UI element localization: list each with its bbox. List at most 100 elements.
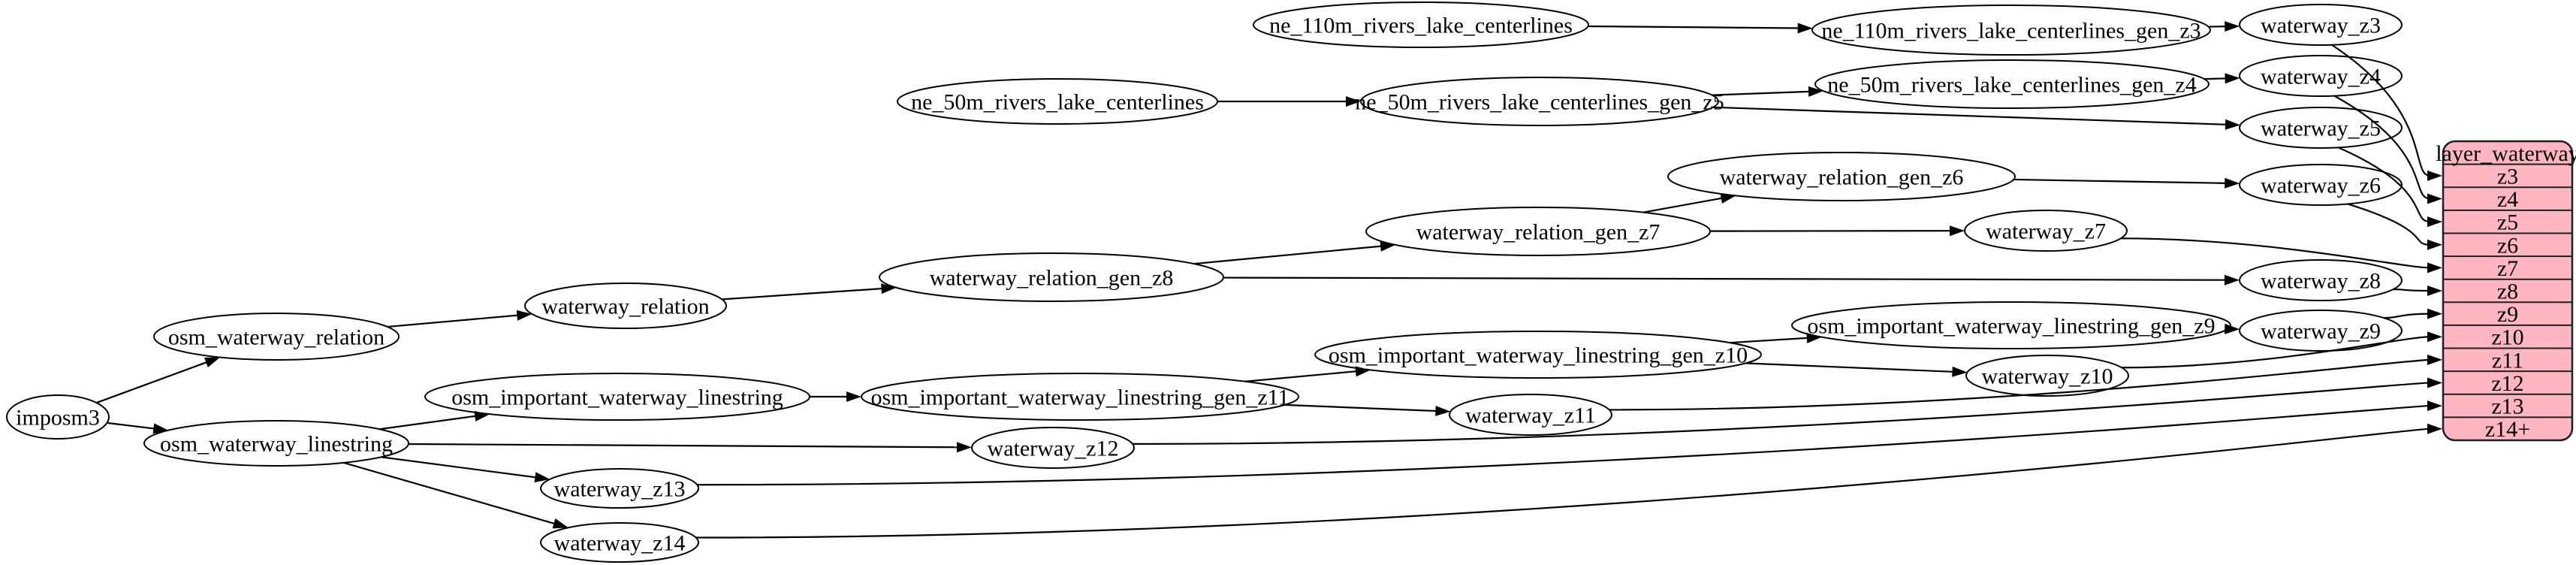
record-row-z3: z3 bbox=[2497, 164, 2518, 189]
node-waterway-relation-gen-z8: waterway_relation_gen_z8 bbox=[879, 252, 1224, 302]
node-ellipse bbox=[540, 468, 699, 509]
arrowhead bbox=[1720, 193, 1736, 204]
node-ellipse bbox=[2239, 55, 2403, 97]
node-osm-important-waterway-linestring-gen-z10: osm_important_waterway_linestring_gen_z1… bbox=[1314, 331, 1762, 379]
node-waterway-z8: waterway_z8 bbox=[2239, 259, 2403, 301]
node-label: waterway_z4 bbox=[2261, 65, 2381, 89]
node-ellipse bbox=[2239, 259, 2403, 301]
node-ellipse bbox=[1791, 301, 2231, 349]
node-label: waterway_z9 bbox=[2261, 319, 2381, 344]
arrowhead bbox=[2427, 193, 2442, 204]
edge-waterway-z12-to-layer-waterway-z12 bbox=[1133, 377, 2442, 446]
record-row-z5: z5 bbox=[2497, 210, 2518, 235]
edge-line bbox=[1712, 106, 2229, 125]
edge-osm-waterway-linestring-to-waterway-z12 bbox=[408, 442, 973, 453]
arrowhead bbox=[1952, 366, 1968, 377]
node-ellipse bbox=[6, 394, 110, 440]
edge-ne-110m-rivers-lake-centerlines-gen-z3-to-waterway-z3 bbox=[2208, 21, 2240, 32]
arrowhead bbox=[2427, 239, 2442, 250]
edge-ne-110m-rivers-lake-centerlines-to-ne-110m-rivers-lake-centerlines-gen-z3 bbox=[1588, 23, 1813, 34]
arrowhead bbox=[1380, 240, 1396, 252]
edge-line bbox=[1245, 370, 1359, 382]
record-row-z11: z11 bbox=[2492, 348, 2523, 373]
node-ne-50m-rivers-lake-centerlines-gen-z4: ne_50m_rivers_lake_centerlines_gen_z4 bbox=[1814, 59, 2210, 109]
edge-line bbox=[1193, 245, 1384, 265]
arrowhead bbox=[1435, 405, 1451, 416]
node-ellipse bbox=[1811, 5, 2211, 56]
edge-ne-50m-rivers-lake-centerlines-to-ne-50m-rivers-lake-centerlines-gen-z5 bbox=[1217, 96, 1361, 107]
node-waterway-z9: waterway_z9 bbox=[2239, 310, 2403, 352]
arrowhead bbox=[2427, 331, 2442, 343]
edge-osm-important-waterway-linestring-gen-z11-to-waterway-z11 bbox=[1284, 403, 1451, 416]
node-ellipse bbox=[1667, 152, 2016, 201]
edge-ne-50m-rivers-lake-centerlines-gen-z5-to-waterway-z5 bbox=[1712, 106, 2240, 130]
arrowhead bbox=[2427, 400, 2442, 412]
node-ne-110m-rivers-lake-centerlines-gen-z3: ne_110m_rivers_lake_centerlines_gen_z3 bbox=[1811, 5, 2211, 56]
edge-line bbox=[1642, 197, 1724, 213]
record-row-z14+: z14+ bbox=[2485, 417, 2530, 442]
node-ellipse bbox=[2239, 310, 2403, 352]
node-label: waterway_z13 bbox=[554, 477, 686, 502]
node-osm-important-waterway-linestring-gen-z11: osm_important_waterway_linestring_gen_z1… bbox=[861, 373, 1299, 421]
arrowhead bbox=[1355, 366, 1371, 377]
record-row-z12: z12 bbox=[2491, 371, 2523, 396]
arrowhead bbox=[2427, 354, 2442, 365]
node-label: ne_110m_rivers_lake_centerlines bbox=[1269, 14, 1573, 38]
record-row-z13: z13 bbox=[2491, 394, 2523, 419]
edge-waterway-z10-to-layer-waterway-z10 bbox=[2122, 331, 2442, 369]
edge-line bbox=[2013, 178, 2228, 184]
edge-line bbox=[2347, 203, 2431, 246]
arrowhead bbox=[516, 310, 532, 321]
record-row-z9: z9 bbox=[2497, 302, 2518, 327]
node-osm-waterway-linestring: osm_waterway_linestring bbox=[143, 420, 409, 467]
edge-ne-50m-rivers-lake-centerlines-gen-z5-to-ne-50m-rivers-lake-centerlines-gen-z4 bbox=[1712, 86, 1824, 97]
arrowhead bbox=[1797, 23, 1813, 34]
edge-waterway-z7-to-layer-waterway-z7 bbox=[2120, 237, 2442, 273]
node-label: waterway_relation_gen_z7 bbox=[1416, 220, 1661, 245]
node-label: waterway_z10 bbox=[1982, 364, 2113, 389]
node-ellipse bbox=[1314, 331, 1762, 379]
node-ellipse bbox=[1814, 59, 2210, 109]
edge-line bbox=[2122, 336, 2431, 369]
node-label: ne_50m_rivers_lake_centerlines_gen_z4 bbox=[1827, 73, 2196, 98]
edge-osm-important-waterway-linestring-gen-z10-to-osm-important-waterway-linestring-gen-z9 bbox=[1730, 332, 1822, 344]
edge-line bbox=[2120, 237, 2431, 269]
node-osm-important-waterway-linestring-gen-z9: osm_important_waterway_linestring_gen_z9 bbox=[1791, 301, 2231, 349]
node-ne-110m-rivers-lake-centerlines: ne_110m_rivers_lake_centerlines bbox=[1253, 2, 1589, 48]
edge-osm-important-waterway-linestring-to-osm-important-waterway-linestring-gen-z11 bbox=[810, 391, 861, 402]
arrowhead bbox=[2225, 177, 2240, 189]
arrowhead bbox=[1346, 96, 1361, 107]
node-label: waterway_z14 bbox=[554, 531, 686, 556]
arrowhead bbox=[846, 391, 861, 402]
node-waterway-z3: waterway_z3 bbox=[2239, 4, 2403, 46]
edge-line bbox=[1609, 358, 2431, 411]
edge-line bbox=[2331, 44, 2431, 177]
node-label: waterway_z5 bbox=[2261, 116, 2381, 141]
node-ne-50m-rivers-lake-centerlines-gen-z5: ne_50m_rivers_lake_centerlines_gen_z5 bbox=[1355, 77, 1724, 126]
arrowhead bbox=[2224, 274, 2240, 286]
node-osm-waterway-relation: osm_waterway_relation bbox=[153, 313, 400, 361]
record-title: layer_waterway bbox=[2436, 141, 2576, 166]
edge-osm-waterway-relation-to-waterway-relation bbox=[387, 310, 532, 328]
node-ne-50m-rivers-lake-centerlines: ne_50m_rivers_lake_centerlines bbox=[897, 78, 1218, 125]
edge-line bbox=[96, 361, 210, 404]
node-label: osm_important_waterway_linestring_gen_z1… bbox=[870, 385, 1289, 410]
edge-osm-important-waterway-linestring-gen-z9-to-waterway-z9 bbox=[2225, 323, 2240, 334]
node-waterway-relation-gen-z6: waterway_relation_gen_z6 bbox=[1667, 152, 2016, 201]
edge-waterway-z8-to-layer-waterway-z8 bbox=[2393, 286, 2442, 296]
edge-waterway-z13-to-layer-waterway-z13 bbox=[697, 400, 2442, 486]
node-label: imposm3 bbox=[16, 406, 100, 431]
arrowhead bbox=[1949, 225, 1965, 237]
edge-waterway-relation-gen-z8-to-waterway-relation-gen-z7 bbox=[1193, 240, 1396, 265]
edge-osm-important-waterway-linestring-gen-z10-to-waterway-z10 bbox=[1745, 362, 1968, 377]
node-label: waterway_z3 bbox=[2261, 14, 2381, 38]
node-label: ne_50m_rivers_lake_centerlines_gen_z5 bbox=[1355, 90, 1724, 115]
arrowhead bbox=[1808, 86, 1824, 97]
node-waterway-z6: waterway_z6 bbox=[2239, 164, 2403, 206]
edge-line bbox=[387, 314, 520, 328]
node-imposm3: imposm3 bbox=[6, 394, 110, 440]
node-ellipse bbox=[971, 427, 1135, 469]
edge-line bbox=[1284, 403, 1439, 412]
edge-line bbox=[2393, 288, 2431, 292]
